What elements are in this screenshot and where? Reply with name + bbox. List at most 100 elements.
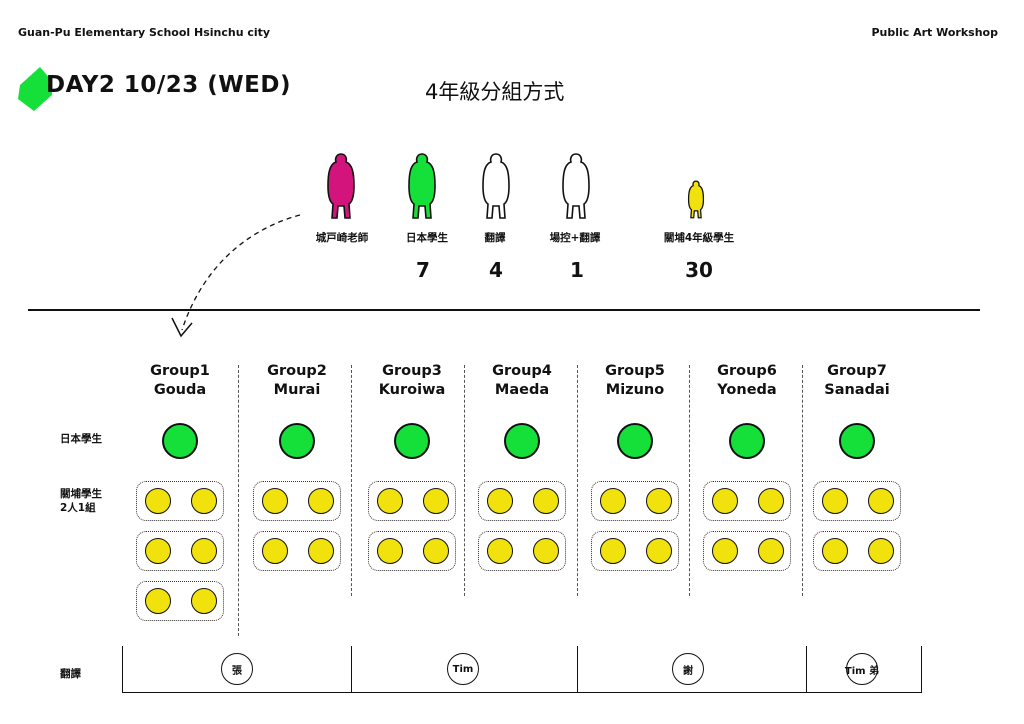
student-pair	[703, 481, 791, 521]
page-title: DAY2 10/23 (WED)	[46, 72, 291, 98]
group-leader: Yoneda	[717, 382, 777, 398]
interpreter-row	[122, 646, 922, 693]
group-separator	[577, 365, 578, 596]
legend-label: 場控+翻譯	[549, 232, 601, 244]
group-name: Group4	[492, 363, 552, 379]
legend-label: 日本學生	[406, 232, 448, 244]
legend-count: 30	[685, 258, 713, 282]
group-separator	[238, 365, 239, 636]
local-student-dot	[377, 488, 403, 514]
group-leader: Murai	[273, 382, 321, 398]
dashed-arrow-icon	[171, 214, 301, 338]
group-leader: Sanadai	[824, 382, 890, 398]
local-student-dot	[868, 488, 894, 514]
local-student-dot	[822, 488, 848, 514]
legend-label: 城戸崎老師	[315, 232, 369, 244]
student-pair	[368, 481, 456, 521]
local-student-dot	[423, 538, 449, 564]
interpreter-badge: 張	[221, 653, 253, 685]
group-name: Group1	[150, 363, 210, 379]
student-pair	[813, 531, 901, 571]
local-student-dot	[262, 538, 288, 564]
section-divider	[28, 309, 980, 311]
group-name: Group3	[382, 363, 442, 379]
student-pair	[813, 481, 901, 521]
group-separator	[464, 365, 465, 596]
local-student-dot	[600, 488, 626, 514]
local-student-dot	[377, 538, 403, 564]
japanese-student-dot	[279, 423, 315, 459]
student-pair	[703, 531, 791, 571]
student-pair	[253, 481, 341, 521]
group-separator	[802, 365, 803, 596]
local-student-dot	[533, 538, 559, 564]
group-name: Group7	[827, 363, 887, 379]
local-student-dot	[758, 538, 784, 564]
row-label-interpreter: 翻譯	[60, 668, 81, 680]
row-label-local: 關埔學生	[60, 488, 102, 500]
local-student-dot	[191, 588, 217, 614]
local-student-dot	[822, 538, 848, 564]
japanese-student-dot	[504, 423, 540, 459]
legend-label: 翻譯	[484, 232, 506, 244]
interpreter-badge: Tim 弟	[845, 653, 879, 685]
group-leader: Maeda	[494, 382, 550, 398]
row-label-local-pairs: 2人1組	[60, 502, 96, 514]
japanese-student-dot	[394, 423, 430, 459]
group-leader: Gouda	[153, 382, 207, 398]
local-student-dot	[646, 538, 672, 564]
student-pair	[136, 481, 224, 521]
group-leader: Mizuno	[605, 382, 665, 398]
japanese-student-dot	[617, 423, 653, 459]
japanese-student-dot	[162, 423, 198, 459]
local-student-dot	[191, 488, 217, 514]
workshop-name: Public Art Workshop	[871, 26, 998, 39]
local-student-dot	[145, 488, 171, 514]
student-pair	[478, 531, 566, 571]
group-name: Group5	[605, 363, 665, 379]
person-white-icon	[562, 153, 590, 219]
legend-count: 7	[416, 258, 430, 282]
group-name: Group2	[267, 363, 327, 379]
local-student-dot	[487, 488, 513, 514]
japanese-student-dot	[729, 423, 765, 459]
student-pair	[478, 481, 566, 521]
interpreter-badge: 謝	[672, 653, 704, 685]
page-subtitle: 4年級分組方式	[425, 80, 565, 104]
title-accent-shape	[18, 67, 52, 111]
group-separator	[351, 365, 352, 596]
local-student-dot	[712, 488, 738, 514]
group-name: Group6	[717, 363, 777, 379]
local-student-dot	[145, 588, 171, 614]
local-student-dot	[145, 538, 171, 564]
person-green-icon	[408, 153, 436, 219]
interpreter-divider	[577, 646, 578, 692]
local-student-dot	[600, 538, 626, 564]
local-student-dot	[308, 538, 334, 564]
person-yellow-icon	[687, 180, 705, 219]
person-magenta-icon	[327, 153, 355, 219]
local-student-dot	[191, 538, 217, 564]
local-student-dot	[712, 538, 738, 564]
local-student-dot	[533, 488, 559, 514]
legend-count: 4	[489, 258, 503, 282]
person-white-icon	[482, 153, 510, 219]
student-pair	[591, 481, 679, 521]
group-separator	[689, 365, 690, 596]
group-leader: Kuroiwa	[378, 382, 446, 398]
japanese-student-dot	[839, 423, 875, 459]
row-label-japanese: 日本學生	[60, 433, 102, 445]
student-pair	[253, 531, 341, 571]
student-pair	[591, 531, 679, 571]
legend-label: 關埔4年級學生	[663, 232, 735, 244]
interpreter-divider	[806, 646, 807, 692]
legend-count: 1	[570, 258, 584, 282]
school-name: Guan-Pu Elementary School Hsinchu city	[18, 26, 271, 39]
local-student-dot	[308, 488, 334, 514]
